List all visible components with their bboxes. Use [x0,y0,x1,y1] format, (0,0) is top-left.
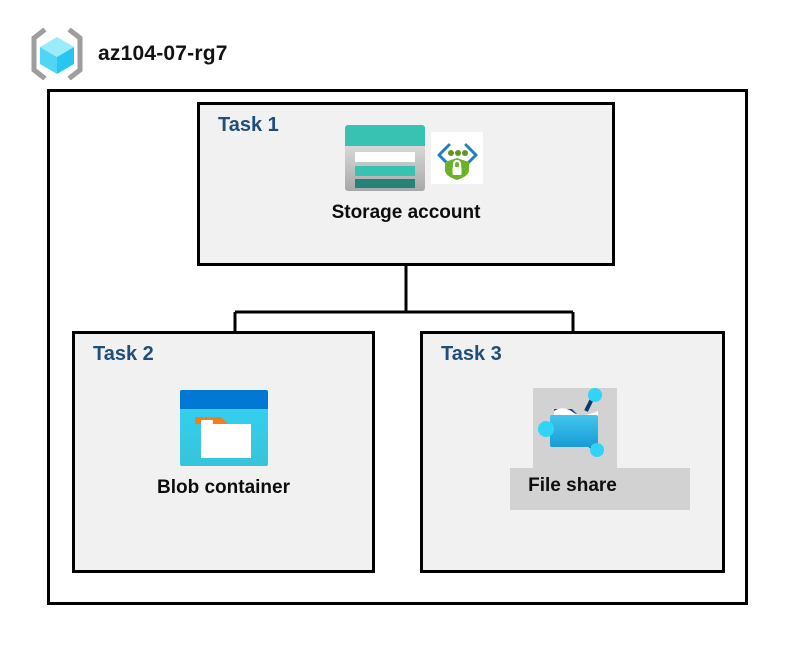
task-3-label: Task 3 [441,343,502,365]
task-box-2[interactable]: Task 2 Blob container [72,331,375,573]
file-share-icon-group [530,379,616,465]
task-1-label: Task 1 [218,114,279,136]
task-2-label: Task 2 [93,343,154,365]
blob-container-icon [179,390,268,466]
storage-security-icon [431,132,483,184]
storage-account-icon [345,125,425,191]
node-storage-account[interactable]: Storage account [200,123,612,224]
storage-account-icon-group [343,123,483,193]
file-share-icon [537,388,604,457]
file-share-label: File share [528,475,617,496]
resource-group-boundary [47,89,748,605]
node-blob-container[interactable]: Blob container [75,388,372,499]
resource-group-header: az104-07-rg7 [30,28,228,80]
task-box-1[interactable]: Task 1 [197,102,615,266]
storage-account-label: Storage account [331,202,481,223]
resource-group-icon [31,28,83,80]
resource-group-name: az104-07-rg7 [98,42,228,65]
node-file-share[interactable]: File share [420,379,725,497]
blob-container-icon-group [178,388,270,468]
file-share-label-selection-plate [510,468,690,510]
blob-container-label: Blob container [156,477,290,498]
